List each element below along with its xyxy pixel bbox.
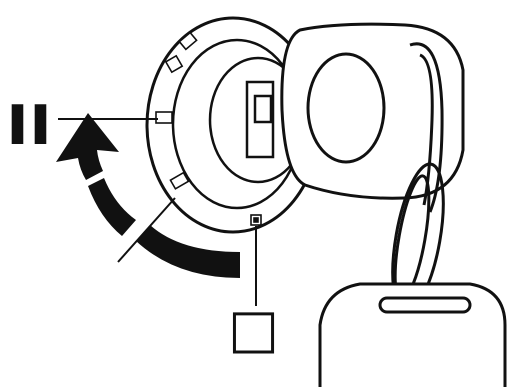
key-fob-slot — [378, 296, 472, 314]
position-lock-label: □ — [228, 297, 279, 360]
key-fob — [318, 282, 507, 387]
position-on-label: II — [6, 94, 52, 157]
bezel-notch-icons — [155, 31, 262, 226]
key-slot — [245, 80, 275, 159]
rotation-leader — [117, 197, 176, 263]
rotation-arrow — [56, 113, 240, 278]
key-head — [280, 22, 465, 200]
key-head-hole-icon — [306, 52, 386, 164]
